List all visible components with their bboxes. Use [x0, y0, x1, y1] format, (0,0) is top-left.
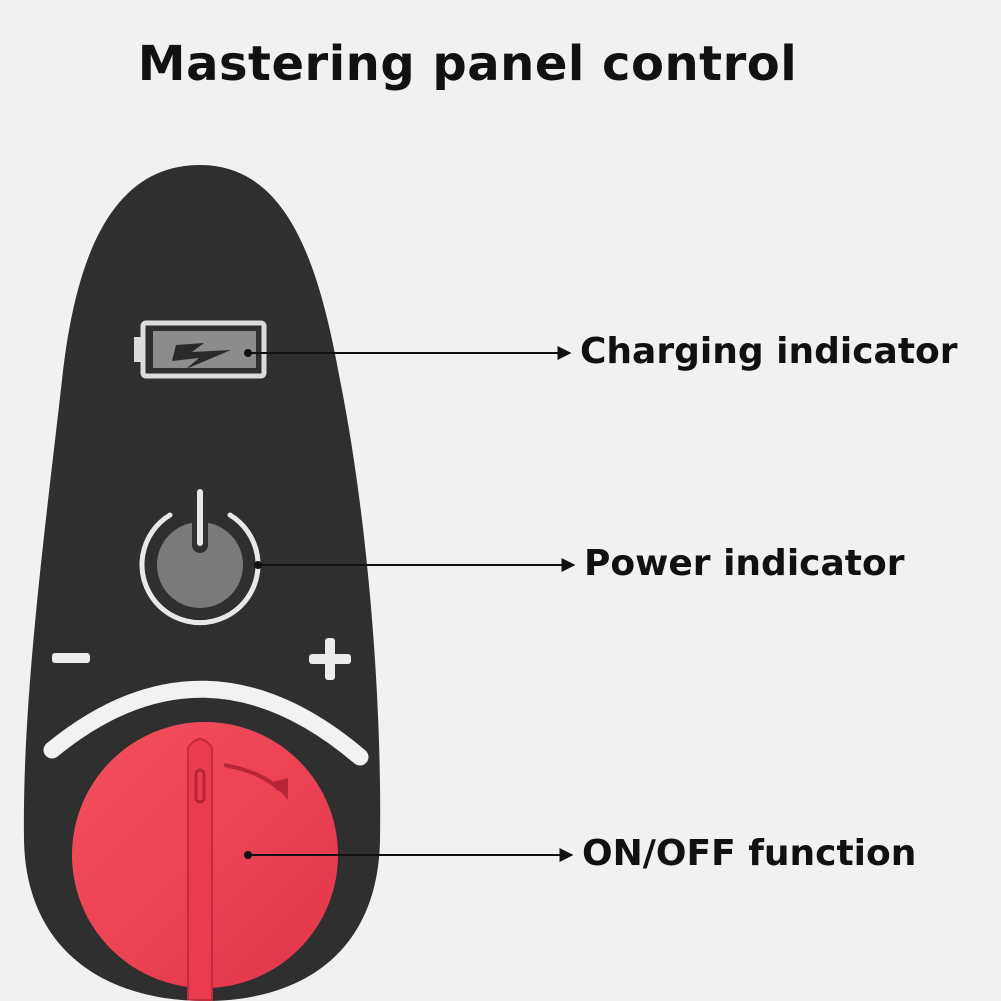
leader-power — [254, 558, 576, 572]
label-power-indicator: Power indicator — [584, 543, 905, 584]
rotate-clockwise-icon — [223, 763, 288, 800]
leader-charging — [244, 346, 572, 360]
label-onoff-function: ON/OFF function — [582, 833, 917, 874]
diagram-title: Mastering panel control — [137, 36, 798, 92]
plus-icon — [309, 638, 351, 680]
level-arc — [43, 680, 369, 766]
leader-onoff — [244, 848, 574, 862]
power-icon — [139, 482, 261, 626]
minus-icon — [52, 653, 90, 663]
label-charging-indicator: Charging indicator — [580, 331, 958, 372]
rotary-knob[interactable] — [72, 722, 338, 1001]
battery-charging-icon — [134, 320, 267, 379]
